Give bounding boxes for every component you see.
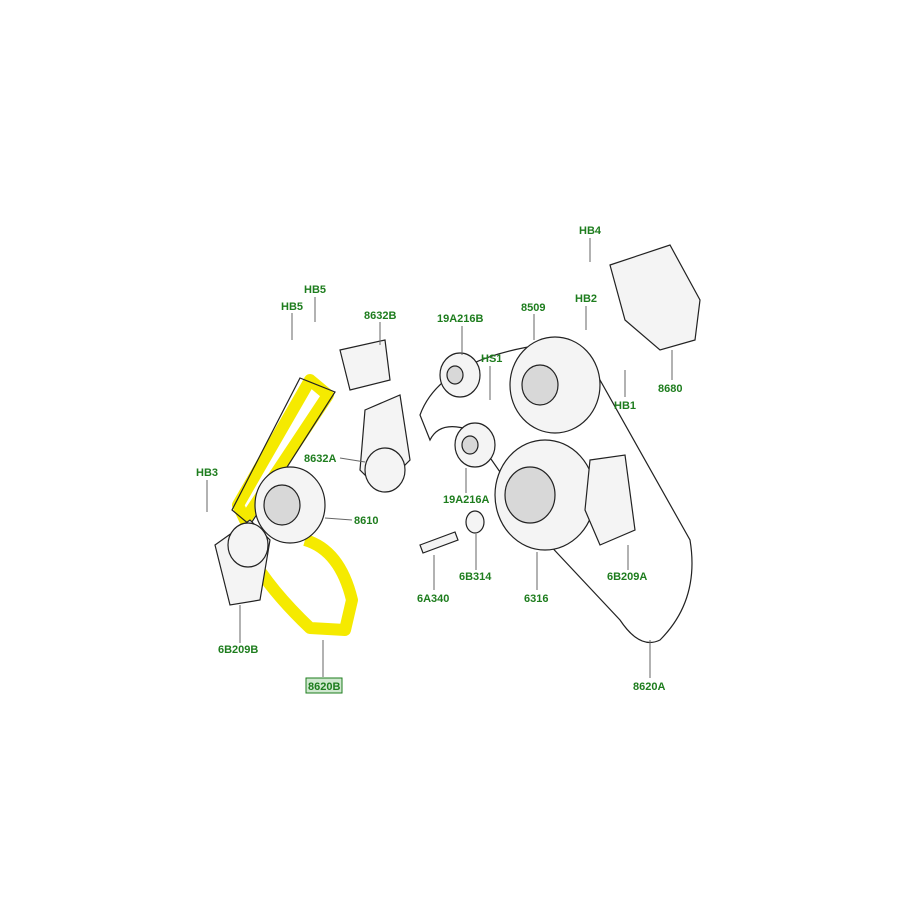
label-19a216a[interactable]: 19A216A — [443, 494, 490, 506]
pulley-8610[interactable] — [254, 466, 326, 544]
label-hb5-lower[interactable]: HB5 — [281, 301, 303, 313]
label-6b209b[interactable]: 6B209B — [218, 644, 258, 656]
label-8610[interactable]: 8610 — [354, 515, 378, 527]
bolt-6a340[interactable] — [419, 531, 459, 554]
label-hb1[interactable]: HB1 — [614, 400, 636, 412]
bracket-8632a[interactable] — [359, 394, 411, 493]
label-8620a[interactable]: 8620A — [633, 681, 665, 693]
idler-19a216a[interactable] — [454, 422, 496, 468]
label-hb5-upper[interactable]: HB5 — [304, 284, 326, 296]
bracket-8632b[interactable] — [339, 339, 391, 391]
label-hb4[interactable]: HB4 — [579, 225, 602, 237]
label-6a340[interactable]: 6A340 — [417, 593, 449, 605]
label-6316[interactable]: 6316 — [524, 593, 548, 605]
label-8632a[interactable]: 8632A — [304, 453, 336, 465]
bracket-8680[interactable] — [609, 244, 701, 351]
label-8632b[interactable]: 8632B — [364, 310, 396, 322]
washer-6b314[interactable] — [465, 510, 485, 534]
pulley-8509[interactable] — [509, 336, 601, 434]
label-hs1[interactable]: HS1 — [481, 353, 502, 365]
leader-lines — [206, 238, 673, 678]
label-6b209a[interactable]: 6B209A — [607, 571, 647, 583]
label-19a216b[interactable]: 19A216B — [437, 313, 484, 325]
tensioner-6b209b[interactable] — [214, 519, 271, 606]
label-8680[interactable]: 8680 — [658, 383, 682, 395]
damper-6316[interactable] — [494, 439, 596, 551]
label-hb2[interactable]: HB2 — [575, 293, 597, 305]
label-hb3[interactable]: HB3 — [196, 467, 218, 479]
idler-19a216b[interactable] — [439, 352, 481, 398]
label-6b314[interactable]: 6B314 — [459, 571, 492, 583]
label-8509[interactable]: 8509 — [521, 302, 545, 314]
tensioner-6b209a[interactable] — [584, 454, 636, 546]
label-8620b[interactable]: 8620B — [308, 681, 340, 693]
selected-label-box — [305, 677, 343, 694]
